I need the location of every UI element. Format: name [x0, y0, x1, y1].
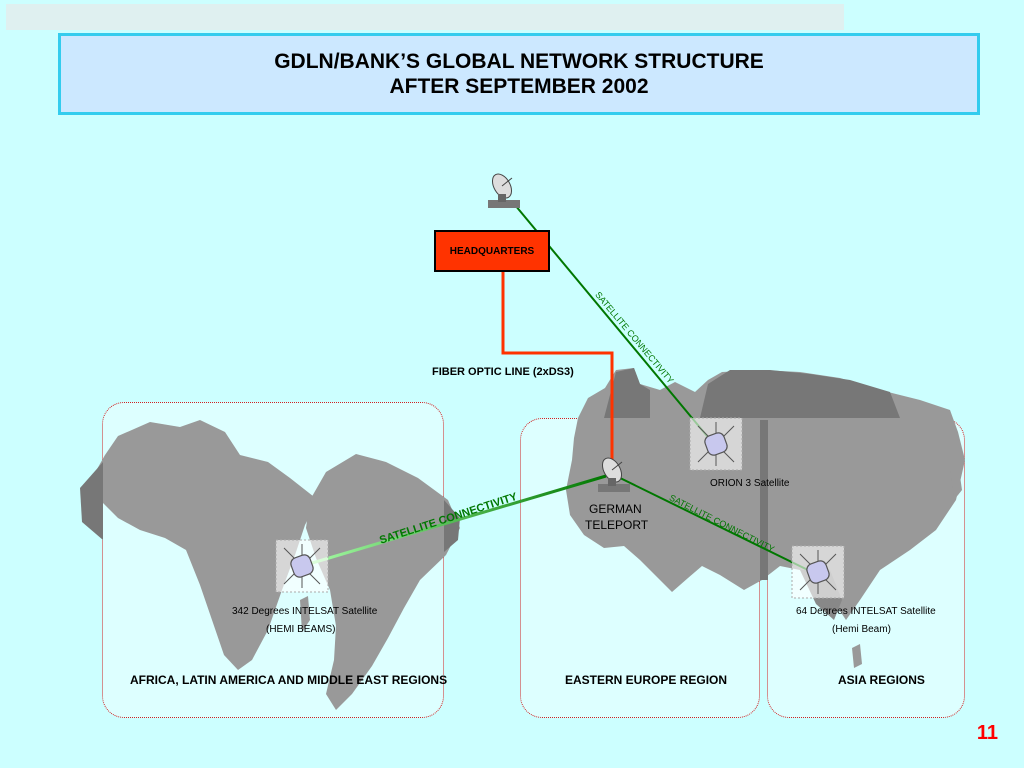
- intelsat-64-label-line-1: 64 Degrees INTELSAT Satellite: [796, 606, 936, 617]
- hq-dish-icon: [488, 173, 520, 208]
- satellite-342-icon: [275, 539, 329, 593]
- teleport-dish-icon: [598, 457, 630, 492]
- teleport-label-line-1: GERMAN: [589, 502, 642, 516]
- link-teleport-to-64: [615, 475, 813, 573]
- title-line-2: AFTER SEPTEMBER 2002: [389, 75, 649, 98]
- scandinavia-edge: [604, 368, 650, 418]
- top-bar: [6, 4, 844, 30]
- sri-lanka-landmass: [852, 644, 862, 668]
- japan-landmass: [950, 462, 962, 500]
- intelsat-342-label-line-1: 342 Degrees INTELSAT Satellite: [232, 606, 378, 617]
- asia-gap-edge: [760, 420, 768, 580]
- fiber-optic-label: FIBER OPTIC LINE (2xDS3): [432, 366, 574, 378]
- title-line-1: GDLN/BANK’S GLOBAL NETWORK STRUCTURE: [274, 50, 764, 73]
- satellite-orion-icon: [689, 417, 743, 471]
- page-number: 11: [976, 722, 998, 744]
- teleport-label-line-2: TELEPORT: [585, 518, 649, 532]
- satellite-64-icon: [791, 545, 845, 599]
- orion-label: ORION 3 Satellite: [710, 478, 790, 489]
- region-eastern-europe-label: EASTERN EUROPE REGION: [565, 673, 728, 687]
- siberia-edge: [700, 370, 900, 418]
- headquarters-box: HEADQUARTERS: [434, 230, 550, 272]
- south-america-landmass: [306, 454, 460, 710]
- south-america-east-edge: [444, 500, 460, 552]
- intelsat-342-label-line-2: (HEMI BEAMS): [266, 624, 336, 635]
- madagascar-landmass: [300, 596, 310, 632]
- africa-landmass: [92, 420, 318, 670]
- region-asia-label: ASIA REGIONS: [838, 673, 925, 687]
- title-box: GDLN/BANK’S GLOBAL NETWORK STRUCTURE AFT…: [58, 33, 980, 115]
- region-africa-label: AFRICA, LATIN AMERICA AND MIDDLE EAST RE…: [130, 673, 448, 687]
- africa-west-edge: [80, 462, 103, 540]
- link-teleport-to-342: [301, 474, 607, 568]
- fiber-optic-line: [501, 272, 614, 470]
- intelsat-64-label-line-2: (Hemi Beam): [832, 624, 891, 635]
